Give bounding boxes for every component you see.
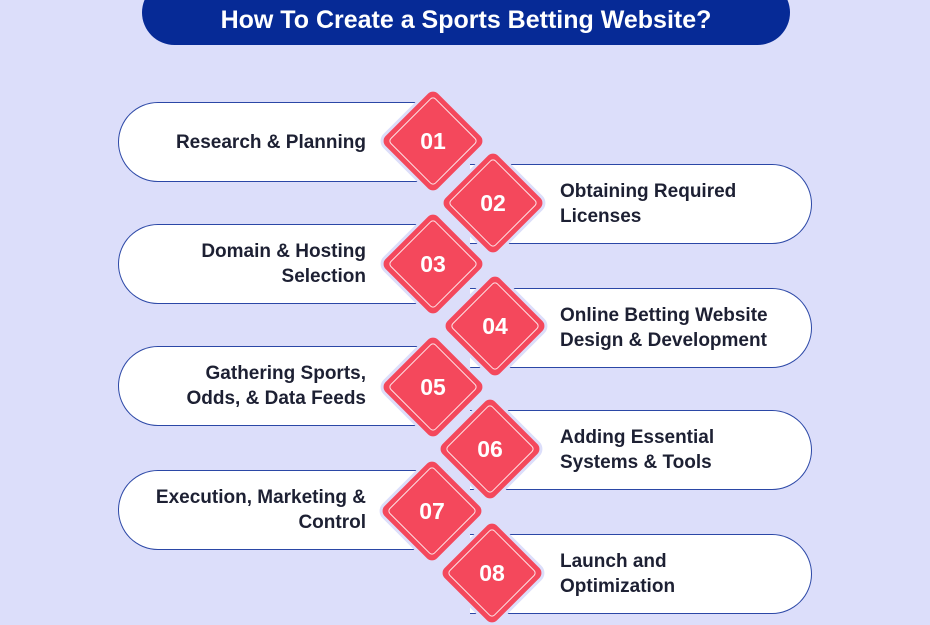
step-number: 04 bbox=[482, 312, 508, 339]
step-label: Execution, Marketing & Control bbox=[155, 487, 366, 533]
step-number: 06 bbox=[477, 435, 503, 462]
step-number: 07 bbox=[419, 497, 445, 524]
step-label: Obtaining Required Licenses bbox=[560, 181, 737, 227]
step-label: Gathering Sports, Odds, & Data Feeds bbox=[186, 363, 367, 409]
page-title: How To Create a Sports Betting Website? bbox=[142, 0, 790, 45]
step-label: Adding Essential Systems & Tools bbox=[560, 427, 715, 473]
step-number: 03 bbox=[420, 250, 446, 277]
step-label: Research & Planning bbox=[175, 131, 366, 153]
step-number: 05 bbox=[420, 373, 446, 400]
step-label: Online Betting Website Design & Developm… bbox=[560, 305, 768, 351]
step-label: Launch and Optimization bbox=[560, 551, 676, 597]
step-pill-4: Online Betting Website Design & Developm… bbox=[470, 288, 812, 368]
step-number: 01 bbox=[420, 127, 446, 154]
step-pill-8: Launch and Optimization bbox=[470, 534, 812, 614]
step-number: 02 bbox=[480, 189, 506, 216]
step-number: 08 bbox=[479, 559, 505, 586]
step-label: Domain & Hosting Selection bbox=[201, 241, 366, 287]
